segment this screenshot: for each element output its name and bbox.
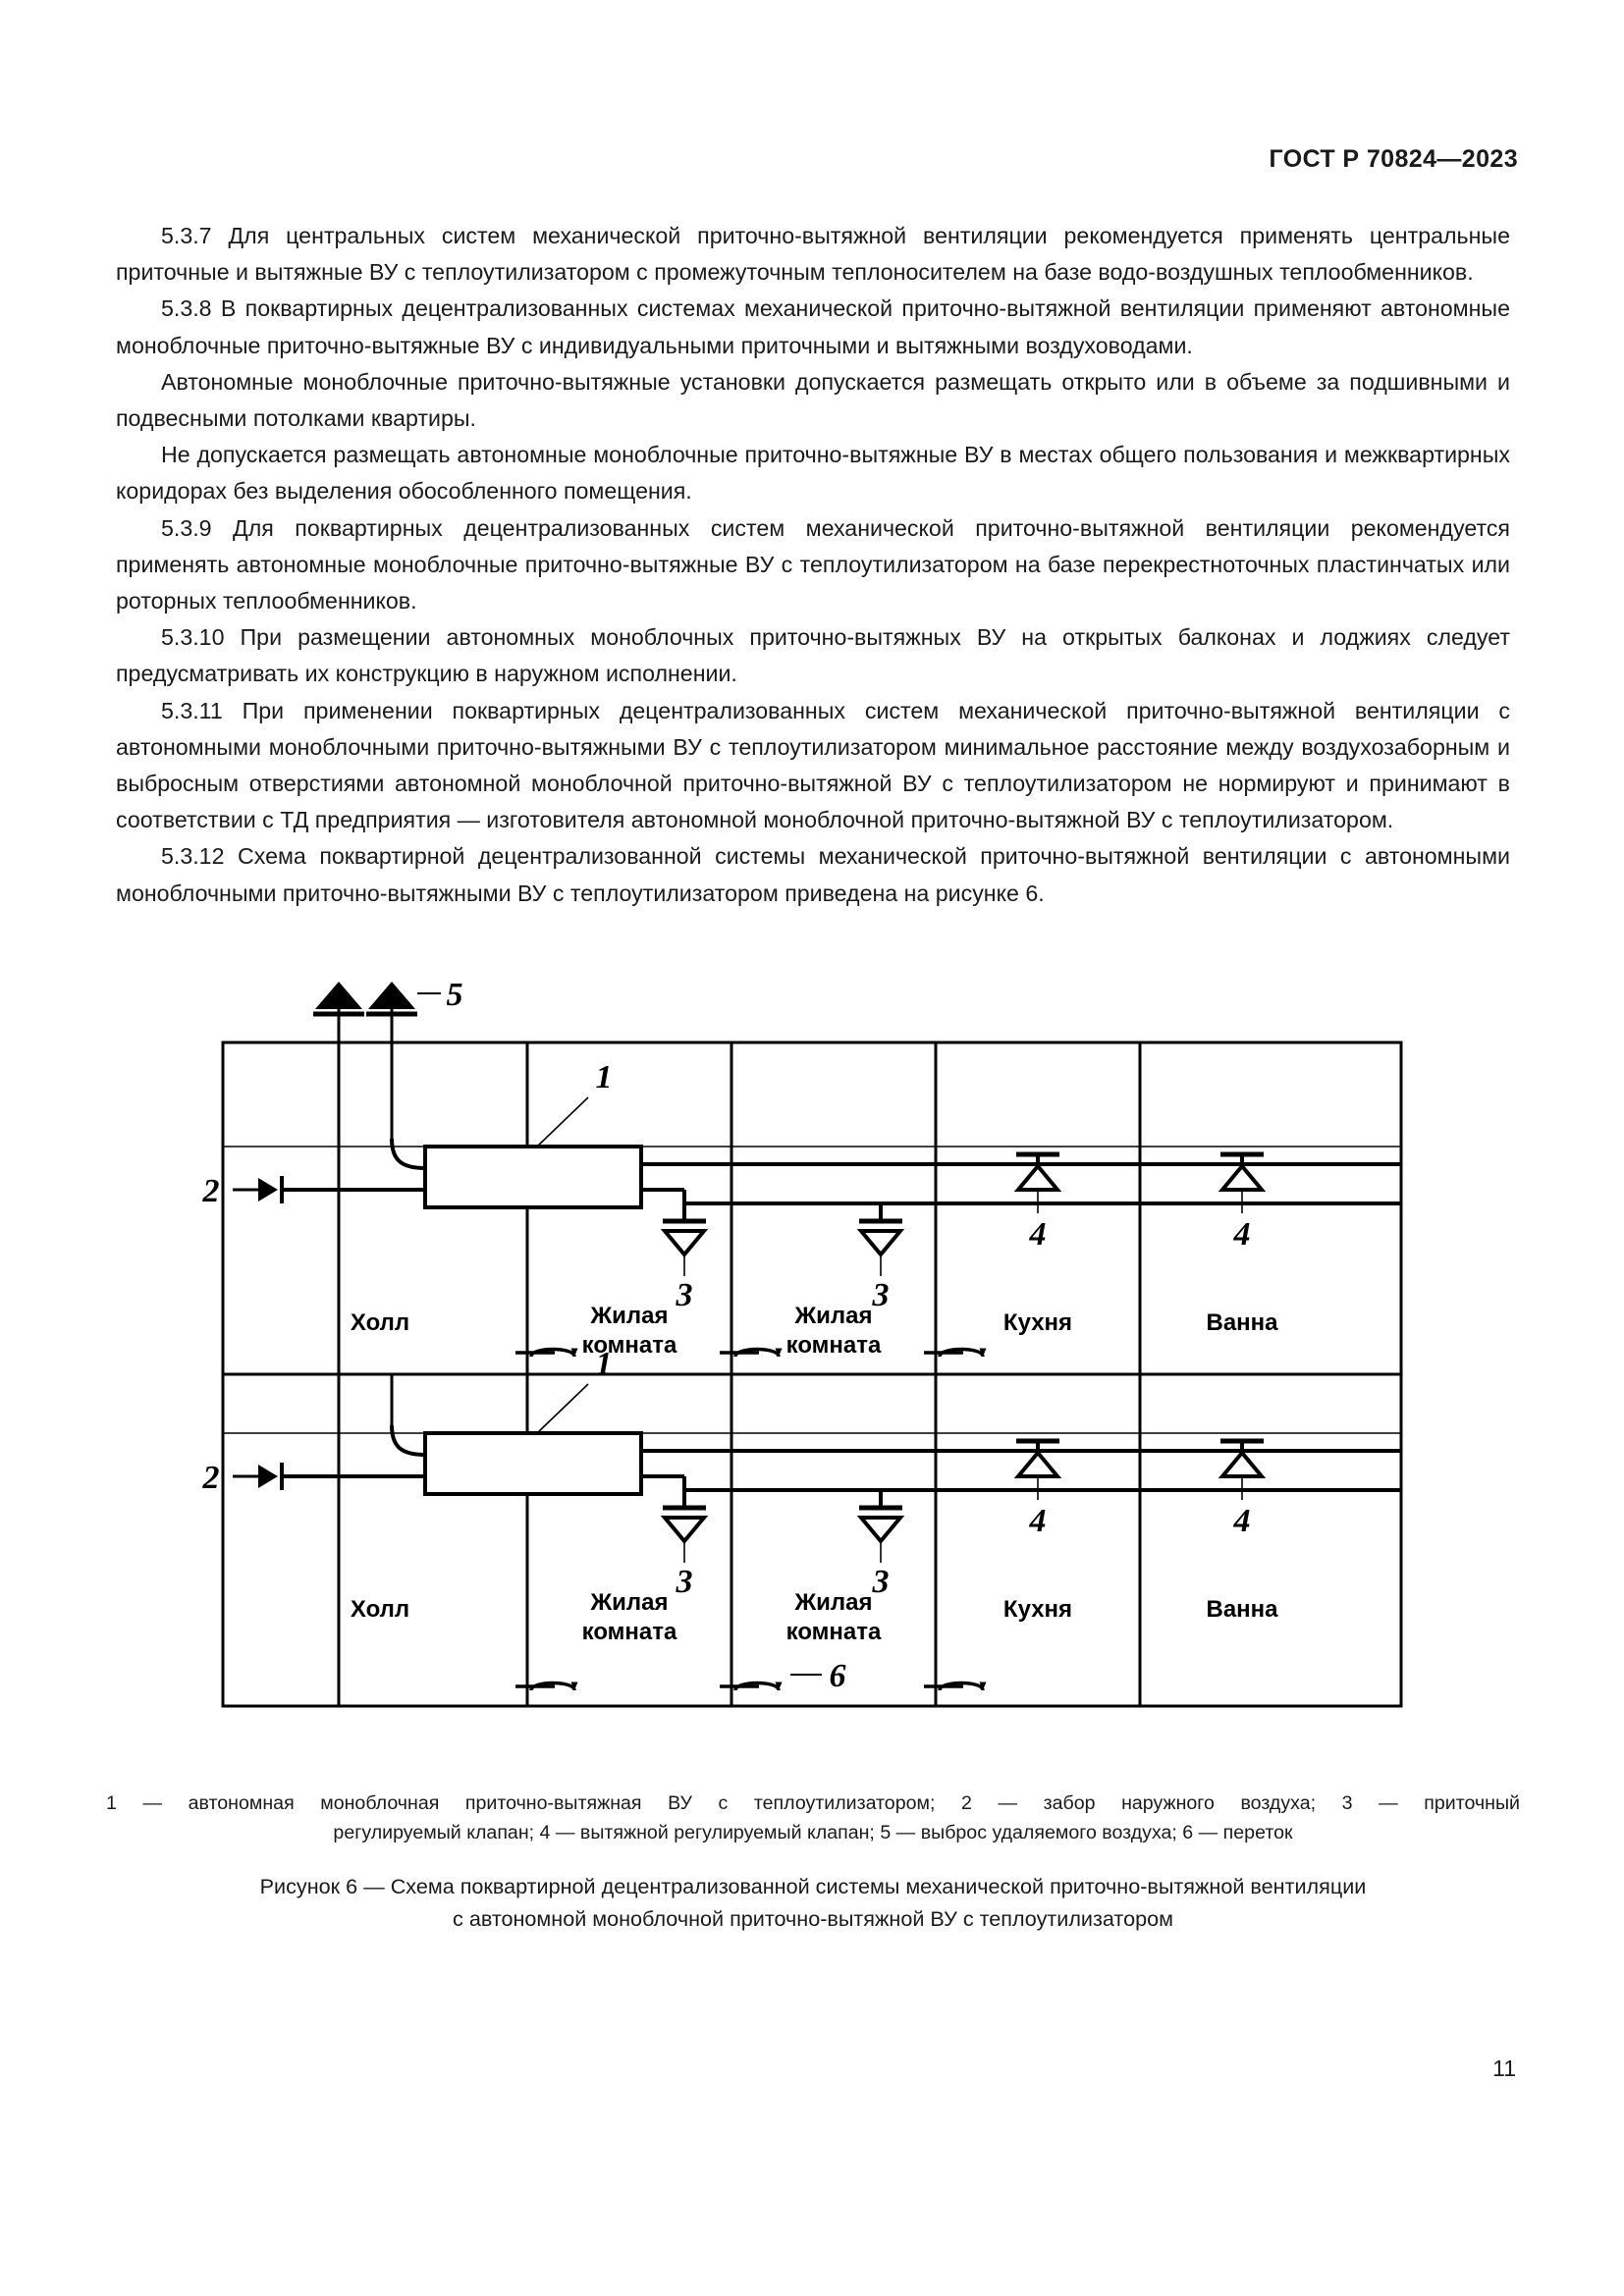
paragraph-5-3-11: 5.3.11 При применении поквартирных децен… — [116, 697, 1510, 833]
supply-valve-icon-1 — [660, 1218, 709, 1276]
figure-caption-line-2: с автономной моноблочной приточно-вытяжн… — [453, 1906, 1173, 1931]
figure-6-legend: 1 — автономная моноблочная приточно-вытя… — [106, 1789, 1520, 1847]
exhaust-discharge-arrow-2 — [368, 982, 415, 1009]
overflow-arrow-upper-2 — [720, 1347, 783, 1358]
paragraph-autonomous-placement: Автономные моноблочные приточно-вытяжные… — [116, 368, 1510, 432]
ahu-unit-lower — [423, 1431, 643, 1496]
exhaust-valve-icon-4 — [1218, 1438, 1267, 1500]
callout-3-upper-2: 3 — [872, 1277, 890, 1313]
figure-6-caption: Рисунок 6 — Схема поквартирной децентрал… — [106, 1870, 1520, 1935]
supply-valve-icon-4 — [856, 1505, 905, 1563]
callout-3-upper-1: 3 — [676, 1277, 693, 1313]
overflow-arrow-lower-2 — [720, 1681, 783, 1691]
paragraph-5-3-12: 5.3.12 Схема поквартирной децентрализова… — [116, 843, 1510, 906]
figure-6-schematic: 5 1 1 2 2 3 3 3 3 4 4 4 4 6 Холл Жилаяко… — [202, 982, 1403, 1708]
overflow-arrow-lower-3 — [924, 1681, 987, 1691]
room-label-upper-bath: Ванна — [1206, 1309, 1278, 1336]
figure-legend-line-1: 1 — автономная моноблочная приточно-вытя… — [106, 1792, 1520, 1814]
callout-2-upper: 2 — [202, 1173, 220, 1209]
callout-4-lower-2: 4 — [1233, 1503, 1251, 1539]
room-label-lower-kitchen: Кухня — [1003, 1596, 1072, 1623]
callout-6: 6 — [830, 1658, 846, 1694]
room-label-upper-kitchen: Кухня — [1003, 1309, 1072, 1336]
paragraph-5-3-8: 5.3.8 В поквартирных децентрализованных … — [116, 295, 1510, 358]
callout-4-upper-2: 4 — [1233, 1216, 1251, 1253]
callout-4-lower-1: 4 — [1029, 1503, 1047, 1539]
supply-valve-icon-2 — [856, 1218, 905, 1276]
ahu-unit-upper — [423, 1145, 643, 1209]
room-label-lower-hall: Холл — [351, 1596, 409, 1623]
callout-1-leader-upper — [536, 1096, 589, 1148]
paragraph-5-3-9: 5.3.9 Для поквартирных децентрализованны… — [116, 514, 1510, 614]
page-number: 11 — [1492, 2056, 1516, 2081]
intake-arrow-head-upper — [258, 1178, 278, 1201]
room-label-lower-bath: Ванна — [1206, 1596, 1278, 1623]
callout-5: 5 — [447, 982, 463, 1013]
paragraph-5-3-7: 5.3.7 Для центральных систем механическо… — [116, 223, 1510, 286]
callout-2-lower: 2 — [202, 1460, 220, 1496]
supply-valve-icon-3 — [660, 1505, 709, 1563]
body-text-block: 5.3.7 Для центральных систем механическо… — [116, 218, 1510, 912]
callout-1-upper: 1 — [596, 1059, 613, 1095]
supply-main-duct-upper — [641, 1162, 1401, 1205]
callout-3-lower-1: 3 — [676, 1564, 693, 1600]
supply-main-duct-lower — [641, 1449, 1401, 1492]
exhaust-valve-icon-3 — [1013, 1438, 1062, 1500]
callout-3-lower-2: 3 — [872, 1564, 890, 1600]
paragraph-5-3-10: 5.3.10 При размещении автономных монобло… — [116, 624, 1510, 687]
exhaust-valve-icon-1 — [1013, 1151, 1062, 1213]
exhaust-riser-lower — [390, 1374, 426, 1457]
figure-legend-line-2: регулируемый клапан; 4 — вытяжной регули… — [333, 1822, 1293, 1843]
overflow-arrow-upper-1 — [515, 1347, 578, 1358]
paragraph-placement-restriction: Не допускается размещать автономные моно… — [116, 442, 1510, 505]
exhaust-discharge-arrow-1 — [315, 982, 362, 1009]
figure-caption-line-1: Рисунок 6 — Схема поквартирной децентрал… — [259, 1874, 1367, 1898]
room-label-upper-hall: Холл — [351, 1309, 409, 1336]
overflow-arrow-upper-3 — [924, 1347, 987, 1358]
overflow-arrow-lower-1 — [515, 1681, 578, 1691]
callout-1-leader-lower — [536, 1383, 589, 1434]
callout-1-lower: 1 — [596, 1346, 613, 1382]
exhaust-valve-icon-2 — [1218, 1151, 1267, 1213]
callout-4-upper-1: 4 — [1029, 1216, 1047, 1253]
intake-arrow-head-lower — [258, 1465, 278, 1488]
document-header-standard-number: ГОСТ Р 70824—2023 — [1269, 145, 1518, 173]
